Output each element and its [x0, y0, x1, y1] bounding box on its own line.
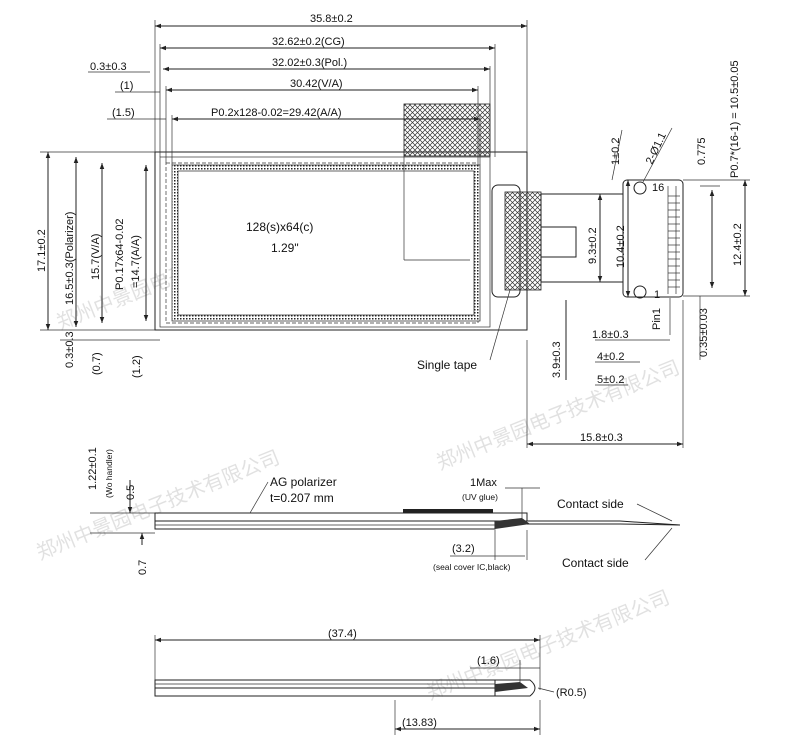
dim-fpc-3: 5±0.2	[597, 374, 624, 386]
uv-glue-label: (UV glue)	[462, 492, 498, 502]
dim-va-height: 15.7(V/A)	[90, 234, 102, 280]
dim-pin-pad: 0.35±0.03	[698, 308, 710, 357]
fpc-end	[622, 179, 684, 298]
dim-side-thickness: 1.22±0.1	[87, 447, 99, 490]
dim-va-offset: (1)	[120, 80, 133, 92]
dim-overall-height: 17.1±0.2	[36, 229, 48, 272]
dim-hole-dia: 2-Ø1.1	[644, 131, 669, 167]
watermark-4: 郑州中景园电子技术有限公司	[423, 586, 673, 705]
dim-pol-offset: 0.3±0.3	[90, 61, 127, 73]
dim-bottom-offset-1: 0.3±0.3	[64, 331, 76, 368]
pin1-marker-label: Pin1	[651, 308, 663, 330]
ag-polarizer-bar	[403, 509, 493, 513]
uv-max-label: 1Max	[470, 477, 497, 489]
fpc-hatch	[504, 191, 542, 291]
pin-1-label: 1	[654, 289, 660, 301]
contact-side-top-label: Contact side	[557, 497, 624, 511]
dim-cg-thickness: 0.7	[137, 560, 149, 575]
dim-pitch-offset: 0.775	[696, 137, 708, 165]
dim-glass-thickness: 0.5	[125, 485, 137, 500]
dim-overall-width: 35.8±0.2	[310, 13, 353, 25]
dim-cg-width: 32.62±0.2(CG)	[272, 36, 345, 48]
active-area-inner	[177, 170, 475, 316]
fpc-tail	[540, 193, 624, 283]
ag-polarizer-label: AG polarizer	[270, 475, 337, 489]
ag-thickness-label: t=0.207 mm	[270, 491, 334, 505]
bottom-seal	[495, 682, 528, 692]
dim-aa-width: P0.2x128-0.02=29.42(A/A)	[211, 107, 342, 119]
dim-pol-width: 32.02±0.3(Pol.)	[272, 57, 347, 69]
diagonal-label: 1.29"	[271, 241, 299, 255]
dim-aa-height-1: P0.17x64-0.02	[114, 218, 126, 290]
contact-side-bottom-label: Contact side	[562, 556, 629, 570]
pin-16-label: 16	[652, 182, 664, 194]
resolution-label: 128(s)x64(c)	[246, 220, 313, 234]
dim-aa-offset: (1.5)	[112, 107, 135, 119]
wo-handler-label: (Wo handler)	[104, 449, 114, 498]
dim-fpc-2: 4±0.2	[597, 351, 624, 363]
dim-fpc-height-1: 9.3±0.2	[587, 227, 599, 264]
single-tape-label: Single tape	[417, 358, 477, 372]
side-glass-top	[154, 512, 528, 522]
fpc-tab	[540, 226, 577, 258]
fpc-pins	[667, 186, 680, 294]
seal-glue	[495, 518, 530, 529]
dim-pol-height: 16.5±0.3(Polarizer)	[64, 212, 76, 305]
dim-fpc-height-3: 12.4±0.2	[732, 223, 744, 266]
dim-fpc-length: 15.8±0.3	[580, 432, 623, 444]
dim-aa-height-2: =14.7(A/A)	[130, 235, 142, 288]
bottom-fpc-bend	[495, 679, 536, 697]
locating-hole-top	[633, 181, 647, 195]
dim-bend-radius: (R0.5)	[556, 687, 587, 699]
bottom-view: (37.4) (1.6) (R0.5) (13.83)	[154, 628, 587, 735]
polarizer-outline	[159, 156, 491, 328]
dim-pitch: P0.7*(16-1) = 10.5±0.05	[729, 60, 741, 178]
top-view: 35.8±0.2 32.62±0.2(CG) 32.02±0.3(Pol.) 0…	[36, 13, 750, 448]
locating-hole-bottom	[633, 285, 647, 299]
dim-fpc-offset: 3.9±0.3	[551, 341, 563, 378]
fpc-side-line	[527, 520, 681, 526]
dim-seal: (3.2)	[452, 543, 475, 555]
dim-bend-length: (13.83)	[402, 717, 437, 729]
dim-fpc-1: 1.8±0.3	[592, 329, 629, 341]
dim-fpc-height-2: 10.4±0.2	[615, 225, 627, 268]
ic-area-hatch	[403, 103, 491, 157]
dim-bottom-offset-2: (0.7)	[91, 352, 103, 375]
side-view: 1.22±0.1 (Wo handler) 0.5 0.7 AG polariz…	[87, 447, 681, 575]
dim-bottom-length: (37.4)	[328, 628, 357, 640]
dim-bottom-offset-3: (1.2)	[131, 355, 143, 378]
watermark-3: 郑州中景园电子技术有限公司	[33, 446, 283, 565]
seal-note-label: (seal cover IC,black)	[433, 562, 511, 572]
dim-bend-offset: (1.6)	[477, 655, 500, 667]
dim-va-width: 30.42(V/A)	[290, 78, 343, 90]
